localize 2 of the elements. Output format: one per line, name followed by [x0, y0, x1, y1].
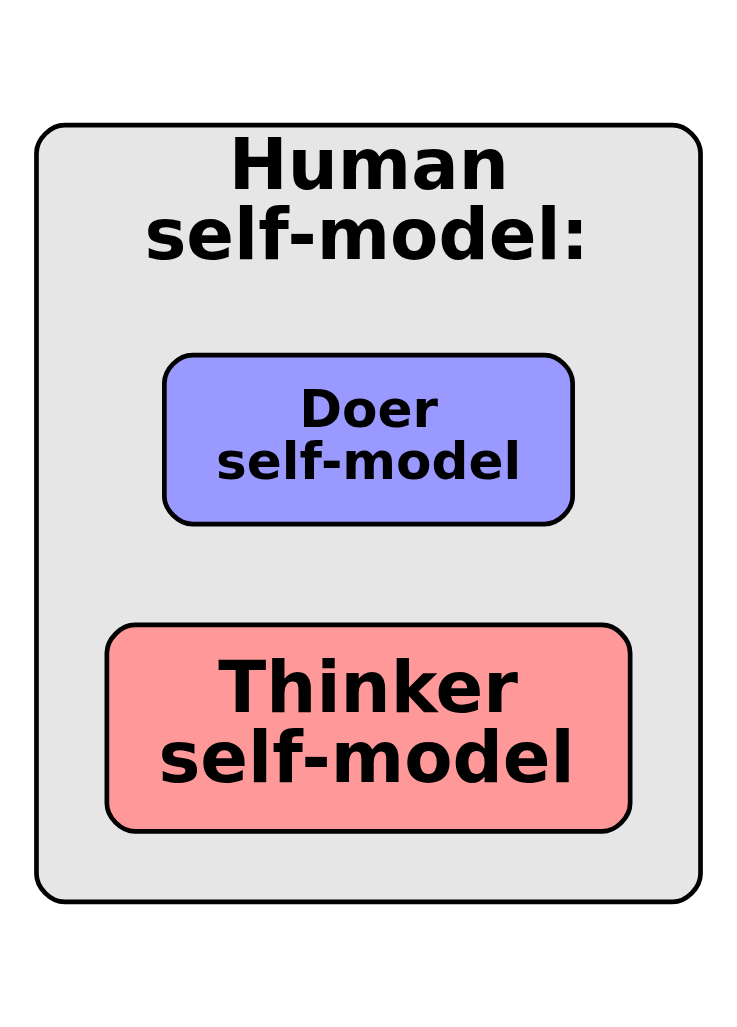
node-box: Thinker self-model [104, 622, 633, 834]
node-box: Doer self-model [162, 352, 575, 527]
